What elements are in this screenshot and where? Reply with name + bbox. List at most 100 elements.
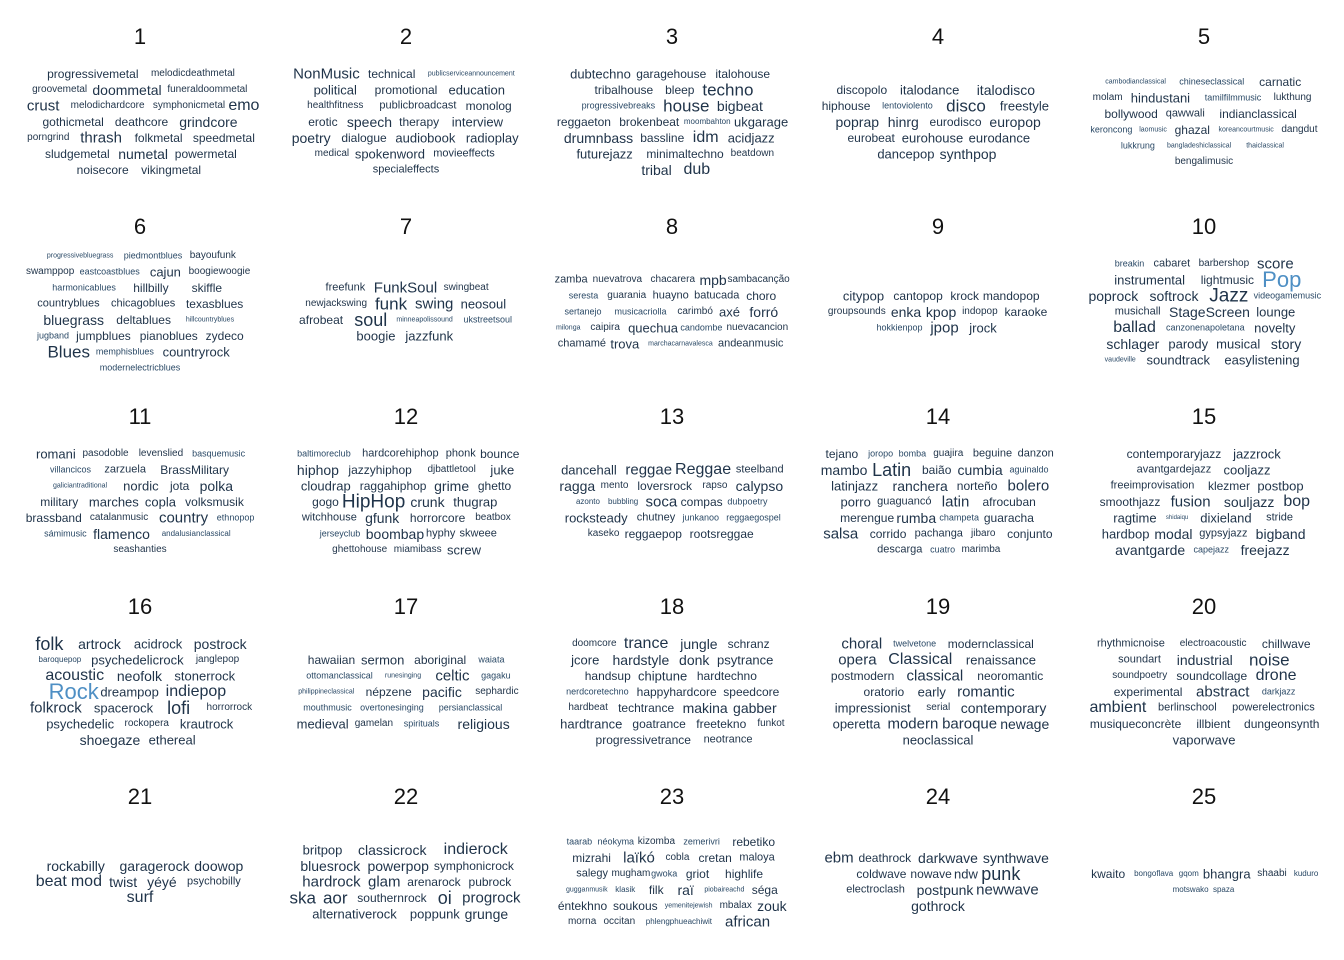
cluster-word: laïkó [623,849,655,867]
cluster-word: newwave [976,881,1039,899]
cluster-word: thugrap [453,494,498,510]
cluster-word: techno [702,80,754,100]
cluster-word: chacarera [650,274,695,285]
cluster-word: modernclassical [947,637,1034,651]
cluster-word: kizomba [637,836,676,847]
cluster-word: persianclassical [438,702,503,713]
cluster-word: idm [692,129,719,146]
cluster-number: 13 [659,404,685,429]
cluster-word: grime [434,478,470,494]
cluster-word: lofi [167,698,191,718]
cluster-word: crunk [410,494,445,510]
cluster-word: barbershop [1198,258,1250,269]
cluster-word: groovemetal [32,84,88,95]
cluster-word: skweee [459,527,497,540]
cluster-word: jrock [969,320,997,336]
cluster-word: italohouse [715,67,771,81]
cluster-word: oratorio [863,685,905,699]
cluster-word: dreampop [100,684,159,700]
cluster-word: progrock [462,889,521,907]
cluster-word: molam [1092,92,1123,103]
cluster-word: artrock [78,636,121,652]
cluster-word: quechua [628,320,678,336]
cluster-word: shaabi [1257,868,1287,879]
cluster-word: vaudeville [1104,356,1136,364]
cluster-word: kpop [925,304,957,320]
cluster-word: alternativerock [312,906,397,922]
cluster-word: nerdcoretechno [566,686,629,697]
cluster-word: powerpop [367,858,429,874]
cluster-word: danzon [1017,447,1054,460]
cluster-word: coldwave [856,867,907,881]
cluster-word: pasodoble [82,448,129,459]
cluster-word: powermetal [174,147,237,161]
cluster-word: bluesrock [300,858,361,874]
cluster-word: funeraldoommetal [167,84,248,95]
cluster-word: europop [989,114,1041,130]
cluster-word: psychedelic [46,716,115,732]
cluster-word: renaissance [965,652,1036,668]
cluster-word: poprap [835,114,880,130]
cluster-word: mento [600,480,629,491]
cluster-word: dancepop [877,146,935,162]
cluster-word: african [725,913,771,931]
cluster-word: capejazz [1193,544,1230,555]
cluster-word: fusion [1170,493,1211,511]
cluster-word: instrumental [1114,272,1186,288]
cluster-word: hardtrance [560,716,623,732]
cluster-word: medieval [296,716,349,732]
cluster-word: soundart [1118,653,1161,666]
cluster-number: 10 [1191,214,1217,239]
cluster-word: aor [322,888,348,908]
cluster-word: serial [926,702,951,713]
cluster-word: experimental [1113,685,1183,699]
cluster-word: Reggae [675,461,732,478]
cluster-word: abstract [1196,683,1250,701]
cluster-word: polka [199,478,234,494]
cluster-word: healthfitness [307,100,364,111]
cluster-word: postbop [1257,478,1304,494]
cluster-word: punk [981,864,1021,884]
cluster-word: musiqueconcrète [1089,717,1182,731]
cluster-word: yemenitejewish [664,902,713,910]
cluster-word: gothrock [911,898,965,914]
cluster-word: forró [749,304,779,320]
cluster-word: junkanoo [682,512,720,523]
cluster-word: ebm [824,849,854,867]
cluster-word: gfunk [365,510,400,526]
cluster-word: boombap [365,526,425,542]
cluster-word: nuevatrova [592,274,643,285]
cluster-word: merengue [840,511,895,525]
cluster-word: laomusic [1139,126,1167,134]
cluster-word: ukstreetsoul [463,314,513,325]
cluster-word: tejano [825,447,859,461]
cluster-word: Blues [47,342,90,362]
cluster-word: swingbeat [443,282,489,293]
cluster-word: carnatic [1259,75,1302,89]
cluster-number: 16 [127,594,153,619]
cluster-word: jungle [680,636,718,652]
cluster-word: juke [490,462,515,478]
cluster-word: ukgarage [733,114,789,130]
cluster-word: chutney [636,511,676,524]
cluster-word: zouk [757,898,787,914]
cluster-word: cretan [698,851,732,865]
cluster-word: italodance [900,82,960,98]
cluster-word: filk [648,883,664,897]
cluster-word: impressionist [834,700,911,716]
cluster-word: medical [314,148,350,159]
cluster-number: 1 [133,24,147,49]
cluster-word: romantic [957,683,1015,701]
cluster-word: salegy [576,867,609,880]
cluster-word: guaracha [983,511,1034,525]
cluster-word: steelband [735,463,784,476]
cluster-word: avantgarde [1115,542,1186,558]
cluster-word: gabber [733,700,777,716]
cluster-word: powerelectronics [1232,701,1315,714]
